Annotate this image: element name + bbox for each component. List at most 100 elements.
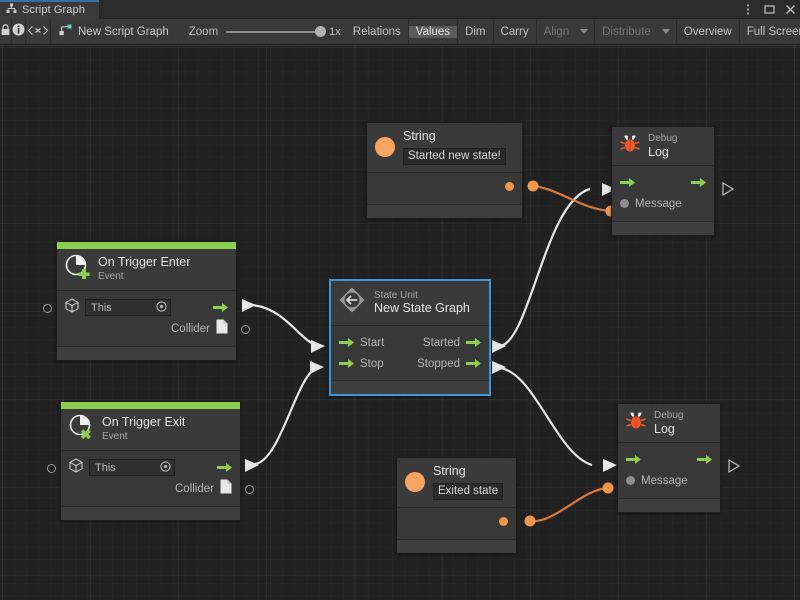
toolbar-button-overview[interactable]: Overview (677, 19, 740, 44)
toolbar-button-distribute[interactable]: Distribute (595, 19, 677, 44)
flow-input-port-start[interactable]: Start (339, 337, 384, 349)
target-value: This (95, 461, 116, 474)
code-view-button[interactable] (26, 19, 51, 44)
on-trigger-exit-icon (69, 414, 94, 444)
flow-arrow-icon (466, 359, 481, 368)
toolbar-button-values[interactable]: Values (408, 19, 459, 44)
zoom-slider[interactable] (226, 25, 327, 37)
toolbar-button-full-screen[interactable]: Full Screen (746, 25, 800, 38)
info-button[interactable] (12, 19, 26, 44)
flow-input-port-stop[interactable]: Stop (339, 358, 384, 370)
flow-arrow-icon (697, 455, 712, 464)
node-string-bottom[interactable]: String Exited state (396, 457, 517, 554)
flow-arrow-icon (213, 303, 228, 312)
state-unit-icon (338, 286, 366, 319)
toolbar-button-dim[interactable]: Dim (458, 19, 494, 44)
flow-arrow-icon (466, 338, 481, 347)
node-body: Message (612, 166, 714, 221)
node-body: This (61, 451, 240, 506)
node-footer (61, 506, 240, 520)
node-subtitle: Event (102, 431, 128, 443)
zoom-slider-knob[interactable] (315, 25, 327, 37)
port-row-output (405, 514, 508, 530)
event-accent-bar (57, 242, 236, 249)
object-picker-icon[interactable] (160, 459, 171, 477)
lock-icon (0, 23, 11, 41)
toolbar-button-relations[interactable]: Relations (346, 19, 409, 44)
node-footer (618, 498, 720, 512)
flow-output-port[interactable] (217, 462, 232, 473)
node-subtitle: Debug (648, 133, 678, 145)
maximize-icon[interactable] (763, 4, 775, 16)
node-on-trigger-enter[interactable]: On Trigger Enter Event This (56, 241, 237, 361)
node-title: On Trigger Exit (102, 415, 186, 430)
close-icon[interactable] (784, 4, 796, 16)
node-header: String Exited state (397, 458, 516, 508)
string-value-input[interactable]: Started new state! (403, 148, 506, 165)
message-input-port[interactable] (620, 199, 629, 208)
tab-script-graph[interactable]: Script Graph (0, 0, 100, 19)
node-body: Start Started Stop (331, 326, 489, 380)
collider-output-port-enter[interactable] (241, 325, 250, 334)
node-string-top[interactable]: String Started new state! (366, 122, 523, 219)
node-debug-log-bottom[interactable]: Debug Log (617, 403, 721, 513)
flow-output-port-stopped[interactable]: Stopped (417, 358, 481, 370)
node-on-trigger-exit[interactable]: On Trigger Exit Event This (60, 401, 241, 521)
node-header: On Trigger Exit Event (61, 409, 240, 451)
flow-output-port[interactable] (697, 454, 712, 465)
collider-object-icon[interactable] (220, 479, 232, 499)
collider-output-port-exit[interactable] (245, 485, 254, 494)
flow-arrow-icon (620, 178, 635, 187)
string-value-input[interactable]: Exited state (433, 483, 504, 500)
port-row-target: This (65, 297, 228, 318)
game-object-icon (69, 457, 83, 478)
node-subtitle: State Unit (374, 289, 418, 301)
port-row-stop: Stop Stopped (339, 353, 481, 374)
node-body (367, 172, 522, 204)
debug-bug-icon (619, 133, 641, 159)
graph-name-field[interactable]: New Script Graph (51, 19, 175, 44)
target-object-field[interactable]: This (89, 459, 175, 476)
info-icon (12, 23, 25, 41)
message-input-port[interactable] (626, 476, 635, 485)
zoom-control[interactable]: Zoom 1x (175, 19, 346, 44)
flow-output-port[interactable] (213, 302, 228, 313)
target-object-field[interactable]: This (85, 299, 171, 316)
port-label-collider: Collider (171, 322, 210, 335)
port-label-start: Start (360, 336, 385, 349)
node-title: On Trigger Enter (98, 255, 191, 270)
port-row-output (375, 179, 514, 195)
port-label-stop: Stop (360, 357, 384, 370)
on-trigger-enter-icon (65, 254, 90, 284)
flow-input-port[interactable] (620, 177, 635, 188)
port-label-started: Started (422, 336, 460, 349)
toolbar-button-align[interactable]: Align (537, 19, 596, 44)
port-label-collider: Collider (175, 482, 214, 495)
target-input-port-enter[interactable] (43, 304, 52, 313)
flow-output-port[interactable] (691, 177, 706, 188)
port-label-message: Message (635, 197, 682, 210)
node-debug-log-top[interactable]: Debug Log (611, 126, 715, 236)
lock-toggle-button[interactable] (0, 19, 12, 44)
collider-object-icon[interactable] (216, 319, 228, 339)
port-row-flow (626, 449, 712, 470)
string-output-port[interactable] (499, 517, 508, 527)
node-state-unit[interactable]: State Unit New State Graph Start Started (329, 279, 491, 396)
node-header: State Unit New State Graph (331, 281, 489, 326)
flow-output-arrow-tip-top[interactable] (722, 181, 735, 201)
string-output-port[interactable] (505, 182, 514, 192)
kebab-menu-icon[interactable] (742, 4, 754, 16)
target-input-port-exit[interactable] (47, 464, 56, 473)
flow-output-arrow-tip-bottom[interactable] (728, 458, 741, 478)
port-label-stopped: Stopped (417, 357, 460, 370)
node-header: On Trigger Enter Event (57, 249, 236, 291)
flow-arrow-icon (339, 338, 354, 347)
tab-label: Script Graph (22, 3, 85, 16)
object-picker-icon[interactable] (156, 299, 167, 317)
toolbar-button-carry[interactable]: Carry (494, 19, 537, 44)
flow-input-port[interactable] (626, 454, 641, 465)
node-title: Log (648, 144, 669, 159)
graph-canvas[interactable]: String Started new state! (0, 46, 800, 600)
flow-output-port-started[interactable]: Started (423, 337, 481, 349)
